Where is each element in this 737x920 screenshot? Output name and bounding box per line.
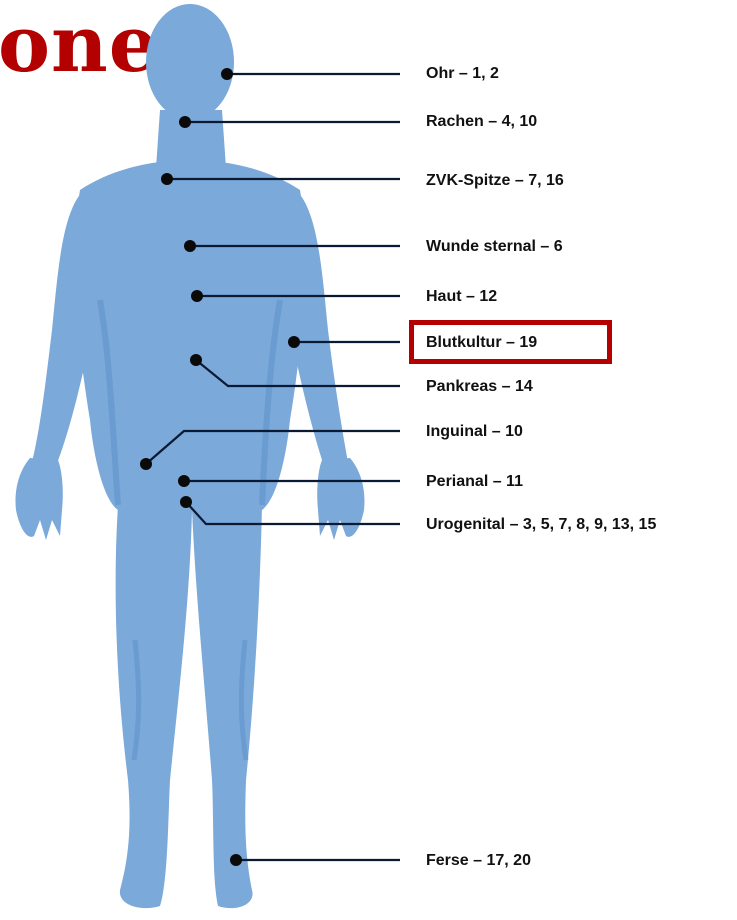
left-hand: [16, 458, 63, 540]
right-leg: [192, 505, 262, 908]
left-leg: [116, 505, 192, 908]
label-ferse: Ferse – 17, 20: [426, 852, 531, 870]
label-inguinal: Inguinal – 10: [426, 423, 523, 441]
label-perianal: Perianal – 11: [426, 473, 523, 491]
label-zvk-spitze: ZVK-Spitze – 7, 16: [426, 172, 564, 190]
marker-wunde: [184, 240, 196, 252]
marker-zvk: [161, 173, 173, 185]
marker-ferse: [230, 854, 242, 866]
label-wunde-sternal: Wunde sternal – 6: [426, 238, 563, 256]
torso: [75, 160, 305, 510]
marker-perianal: [178, 475, 190, 487]
marker-urogenital: [180, 496, 192, 508]
marker-haut: [191, 290, 203, 302]
head: [146, 4, 234, 120]
label-urogenital: Urogenital – 3, 5, 7, 8, 9, 13, 15: [426, 516, 656, 534]
right-hand: [317, 458, 364, 540]
label-ohr: Ohr – 1, 2: [426, 65, 499, 83]
marker-rachen: [179, 116, 191, 128]
human-body-silhouette: [16, 4, 365, 908]
marker-blutkultur: [288, 336, 300, 348]
label-rachen: Rachen – 4, 10: [426, 113, 537, 131]
marker-pankreas: [190, 354, 202, 366]
label-haut: Haut – 12: [426, 288, 497, 306]
marker-inguinal: [140, 458, 152, 470]
label-pankreas: Pankreas – 14: [426, 378, 533, 396]
marker-ohr: [221, 68, 233, 80]
label-blutkultur: Blutkultur – 19: [426, 334, 537, 352]
